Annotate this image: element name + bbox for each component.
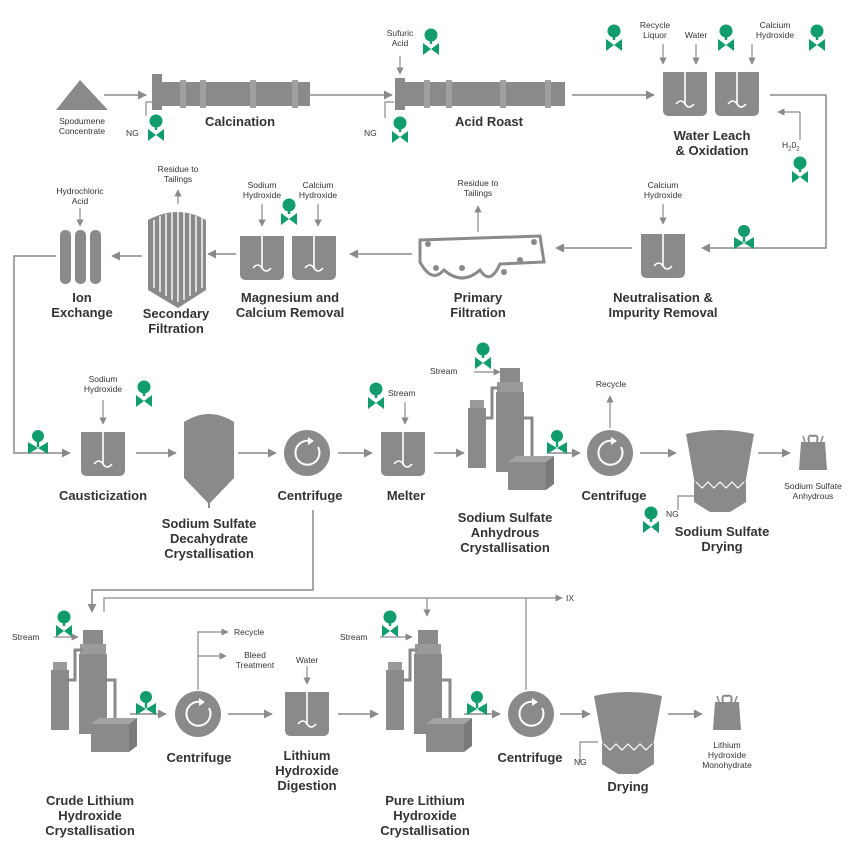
acid-roast-kiln <box>395 78 565 110</box>
centrifuge-label-1: Centrifuge <box>277 488 343 503</box>
pure-stream-valve-icon <box>382 610 398 637</box>
recycle-label-1: Recycle <box>595 379 627 389</box>
centrifuge-1 <box>283 429 331 477</box>
calcination-label: Calcination <box>204 114 276 129</box>
neutralisation-label: Neutralisation &Impurity Removal <box>608 290 718 320</box>
recycle-liquor-valve-icon <box>606 24 622 51</box>
decahydrate-crystalliser <box>184 414 234 508</box>
sodium-sulfate-bag <box>798 434 828 471</box>
calcination-kiln <box>152 74 310 110</box>
melter-tank <box>380 425 426 477</box>
water-leach-tank-2 <box>714 65 760 117</box>
neutralisation-tank <box>640 227 686 279</box>
recycle-label-2: Recycle <box>234 627 265 637</box>
mg-ca-tank-1 <box>239 229 285 281</box>
centrifuge-label-2: Centrifuge <box>581 488 647 503</box>
centrifuge-3 <box>174 690 222 738</box>
water-label: Water <box>684 30 708 40</box>
spodumene-pile <box>56 80 108 110</box>
sodium-sulfate-dryer <box>685 429 755 513</box>
ng-label: NG <box>126 128 139 138</box>
centrifuge-label-3: Centrifuge <box>166 750 232 765</box>
melter-stream-valve-icon <box>368 382 384 409</box>
crude-stream-valve-icon <box>56 610 72 637</box>
lioh-bag <box>712 694 742 731</box>
causticization-valve-icon <box>28 430 48 454</box>
ng-label-2: NG <box>364 128 377 138</box>
centrifuge-4 <box>507 690 555 738</box>
stream-label-4: Stream <box>340 632 368 642</box>
stream-label-3: Stream <box>12 632 40 642</box>
crude-out-valve-icon <box>136 691 156 715</box>
water-leach-tank-1 <box>662 65 708 117</box>
mg-ca-tank-2 <box>291 229 337 281</box>
water-label-2: Water <box>295 655 319 665</box>
causticization-tank <box>80 425 126 477</box>
pure-out-valve-icon <box>467 691 487 715</box>
anhydrous-stream-valve-icon <box>475 342 491 369</box>
sodium-hydroxide-valve-icon <box>281 198 297 225</box>
anhydrous-out-valve-icon <box>547 430 567 454</box>
centrifuge-2 <box>586 429 634 477</box>
ion-exchange-columns <box>60 230 101 284</box>
anhydrous-crystalliser <box>466 366 556 492</box>
h2o2-valve-icon <box>792 156 808 183</box>
ng-label-3: NG <box>666 509 679 519</box>
acid-roast-label: Acid Roast <box>455 114 523 129</box>
drying-label: Drying <box>607 779 649 794</box>
calcium-hydroxide-valve-icon <box>809 24 825 51</box>
pure-lioh-crystalliser <box>384 628 474 754</box>
water-leach-label: Water Leach& Oxidation <box>673 128 751 158</box>
stream-label-1: Stream <box>388 388 416 398</box>
secondary-filter <box>148 212 206 308</box>
water-valve-icon <box>718 24 734 51</box>
dryer-ng-valve-icon <box>643 506 659 533</box>
ng-valve-icon-2 <box>392 116 408 143</box>
stream-label-2: Stream <box>430 366 458 376</box>
ix-label: IX <box>566 593 575 603</box>
crude-lioh-crystalliser <box>49 628 139 754</box>
h2o2-label: H202 <box>782 140 800 153</box>
ng-label-4: NG <box>574 757 587 767</box>
sodium-hydroxide-valve-icon-2 <box>136 380 152 407</box>
sulfuric-acid-valve-icon <box>423 28 439 55</box>
lioh-dryer <box>593 691 663 775</box>
digestion-tank <box>284 685 330 737</box>
melter-label: Melter <box>386 488 426 503</box>
centrifuge-label-4: Centrifuge <box>497 750 563 765</box>
feed-valve-icon <box>734 225 754 249</box>
primary-filter-press <box>418 234 546 280</box>
ng-valve-icon <box>148 114 164 141</box>
causticization-label: Causticization <box>58 488 148 503</box>
